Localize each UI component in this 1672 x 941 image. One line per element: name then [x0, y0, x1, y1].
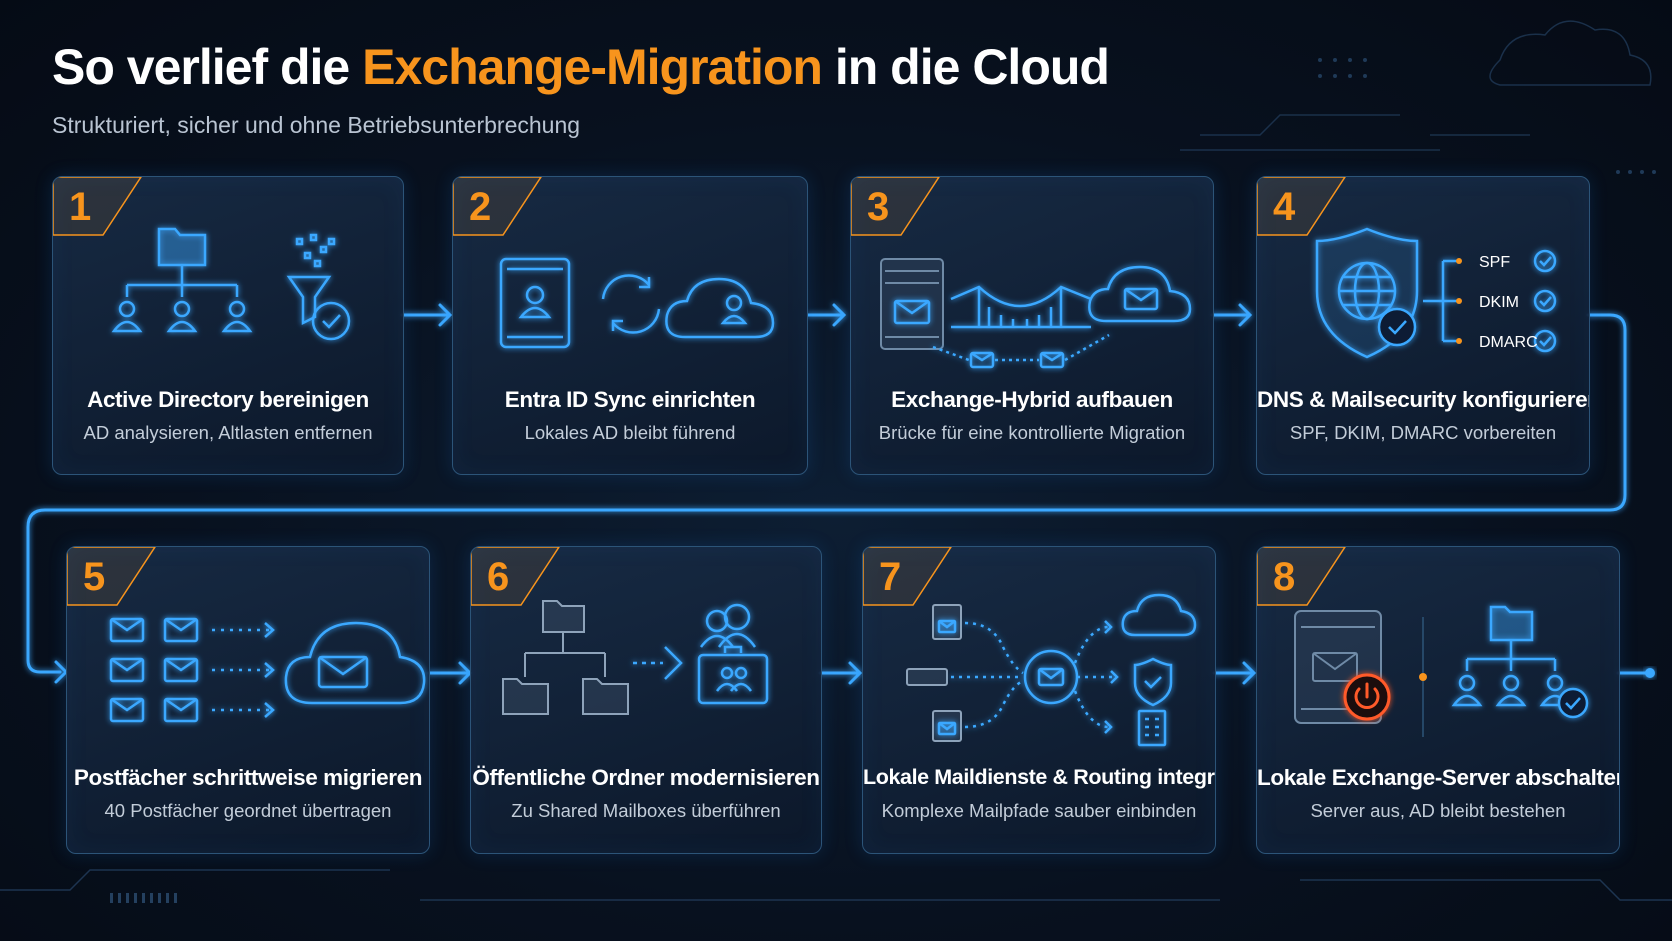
step-number: 8 — [1273, 555, 1296, 599]
number-badge — [1257, 177, 1346, 236]
title-accent: Exchange-Migration — [362, 39, 823, 95]
step-title: Postfächer schrittweise migrieren — [73, 765, 423, 790]
step-card-1: 1 Active Directory bereinigen AD analysi… — [52, 176, 404, 475]
number-badge — [851, 177, 940, 236]
step-description: Lokales AD bleibt führend — [524, 422, 736, 443]
page-title: So verlief die Exchange-Migration in die… — [52, 39, 1110, 95]
step-description: AD analysieren, Altlasten entfernen — [83, 422, 373, 443]
step-title: Lokale Maildienste & Routing integrieren — [863, 765, 1215, 789]
step-title: Entra ID Sync einrichten — [504, 387, 756, 412]
step-description: SPF, DKIM, DMARC vorbereiten — [1289, 422, 1557, 443]
number-badge — [453, 177, 542, 236]
step-number: 6 — [487, 555, 510, 599]
mail-to-cloud-icon — [109, 617, 426, 723]
check-label-spf: SPF — [1479, 254, 1510, 271]
number-badge — [67, 547, 156, 606]
check-label-dkim: DKIM — [1479, 294, 1519, 311]
step-card-5: 5 Postfächer schrittweise migrieren 40 P… — [66, 546, 430, 854]
directory-tree-funnel-icon — [111, 227, 351, 341]
mail-routing-hub-icon — [906, 593, 1197, 747]
step-number: 1 — [69, 185, 92, 229]
step-number: 4 — [1273, 185, 1296, 229]
step-title: Lokale Exchange-Server abschalten — [1257, 765, 1620, 790]
step-card-7: 7 Lokale Maildienste & Routing integrier… — [862, 546, 1216, 854]
server-bridge-cloud-icon — [880, 258, 1192, 369]
step-card-6: 6 Öffentliche Ordner modernisieren Zu Sh… — [470, 546, 822, 854]
server-power-off-icon — [1294, 605, 1589, 737]
step-card-2: 2 Entra ID Sync einrichten Lokales AD bl… — [452, 176, 808, 475]
number-badge — [863, 547, 952, 606]
step-card-4: 4 SPF DKIM DMARC DNS & Mailsecurity konf… — [1256, 176, 1590, 475]
step-description: Komplexe Mailpfade sauber einbinden — [881, 800, 1197, 821]
folders-to-shared-mailbox-icon — [502, 600, 769, 715]
step-number: 3 — [867, 185, 890, 229]
step-description: Brücke für eine kontrollierte Migration — [878, 422, 1186, 443]
server-sync-cloud-icon — [499, 257, 775, 349]
step-title: Exchange-Hybrid aufbauen — [891, 387, 1173, 412]
step-card-8: 8 Lokale Exchange-Server abschalten Serv… — [1256, 546, 1620, 854]
step-number: 7 — [879, 555, 902, 599]
step-description: Zu Shared Mailboxes überführen — [511, 800, 781, 821]
page-subtitle: Strukturiert, sicher und ohne Betriebsun… — [52, 112, 581, 138]
step-number: 5 — [83, 555, 106, 599]
check-label-dmarc: DMARC — [1479, 334, 1538, 351]
step-number: 2 — [469, 185, 492, 229]
step-card-3: 3 Exchange-Hybrid aufbauen Brücke für ei… — [850, 176, 1214, 475]
step-title: Active Directory bereinigen — [87, 387, 369, 412]
step-description: 40 Postfächer geordnet übertragen — [104, 800, 392, 821]
step-title: DNS & Mailsecurity konfigurieren — [1257, 387, 1590, 412]
step-title: Öffentliche Ordner modernisieren — [472, 765, 820, 790]
number-badge — [471, 547, 560, 606]
shield-globe-icon: SPF DKIM DMARC — [1315, 227, 1557, 359]
step-description: Server aus, AD bleibt bestehen — [1310, 800, 1566, 821]
number-badge — [53, 177, 142, 236]
number-badge — [1257, 547, 1346, 606]
